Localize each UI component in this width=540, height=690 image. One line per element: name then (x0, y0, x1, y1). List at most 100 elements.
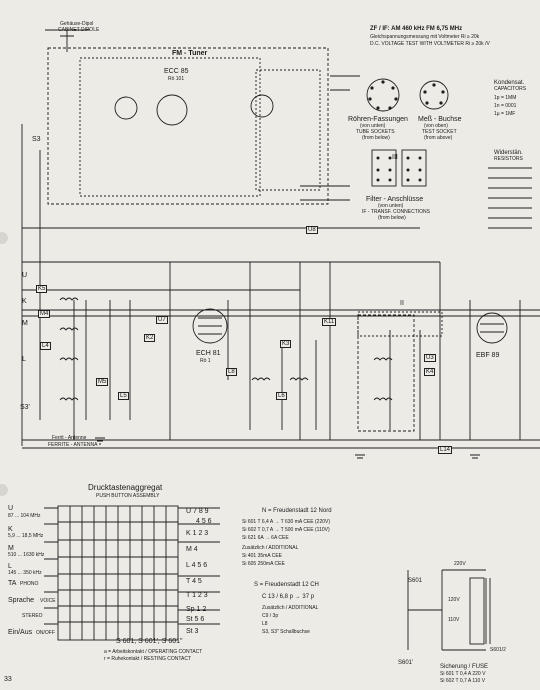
label-k11: K11 (322, 318, 337, 326)
filter-de: Filter - Anschlüsse (366, 196, 424, 203)
voltage-measure-en: D.C. VOLTAGE TEST WITH VOLTMETER Ri ≥ 20… (370, 41, 490, 47)
filter-sub-de: (von unten) (378, 203, 404, 209)
label-s3: S3 (32, 136, 41, 143)
push-button-title: Drucktastenaggregat (88, 483, 163, 492)
punch-hole (0, 232, 8, 244)
band-onoff-letter: Ein/Aus (8, 629, 33, 636)
contact-row-2: 4 5 6 (196, 518, 212, 525)
freudenstadt-ch-extra-row-1: C9 / 3p (262, 613, 279, 619)
label-m4: M4 (38, 310, 51, 318)
fm-tuner-title: FM - Tuner (172, 50, 208, 57)
band-k-range: 5,9 ... 18,5 MHz (8, 533, 44, 539)
band-m-range: 510 ... 1630 kHz (8, 552, 45, 558)
contact-row-5: L 4 5 6 (186, 562, 208, 569)
contact-row-10: St 3 (186, 628, 199, 635)
label-u: U (22, 272, 28, 279)
band-stereo-range: STEREO (22, 613, 43, 619)
switch-s601-prime: S601' (398, 660, 414, 666)
test-socket-en: TEST SOCKET (422, 129, 457, 135)
contact-row-4: M 4 (186, 546, 198, 553)
voltage-220: 220V (454, 561, 466, 567)
freudenstadt-ch-extra-row-3: S3, S3" Schallbuchse (262, 629, 310, 635)
capacitors-title: Kondensat. (494, 80, 525, 86)
label-m: M (22, 320, 28, 327)
band-u-letter: U (8, 505, 14, 512)
legend-resting-contact: r = Ruhekontakt / RESTING CONTACT (104, 656, 192, 662)
contact-row-1: U 7 8 9 (186, 508, 209, 515)
cabinet-dipole-en: CABINET DIPOLE (58, 27, 100, 33)
switch-s601: S601 (408, 578, 423, 584)
label-k5: K5 (36, 285, 48, 293)
capacitors-row-3: 1µ = 1MF (494, 111, 516, 117)
band-k-letter: K (8, 526, 13, 533)
freudenstadt-n-extra-row-1: Si 401 35mA CEE (242, 553, 283, 559)
band-u-range: 87 ... 104 MHz (8, 513, 41, 519)
label-k3: K3 (280, 340, 292, 348)
switch-s601-2: S601/2 (490, 647, 506, 653)
resistors-title: Widerstän. (494, 150, 523, 156)
freudenstadt-ch-title: S = Freudenstadt 12 CH (254, 582, 319, 588)
label-s3-prime: S3' (20, 404, 30, 411)
capacitors-row-2: 1n = 0001 (494, 103, 517, 109)
freudenstadt-ch-extra-title: Zusätzlich / ADDITIONAL (262, 605, 319, 611)
label-k4: K4 (424, 368, 436, 376)
voltage-measure-de: Gleichspannungsmessung mit Voltmeter Ri … (370, 34, 480, 40)
push-button-subtitle: PUSH BUTTON ASSEMBLY (96, 493, 160, 499)
contact-row-7: T 1 2 3 (186, 592, 208, 599)
test-socket-sub-en: (from above) (424, 135, 453, 141)
freudenstadt-ch-change: C 13 / 6,8 p → 37 p (262, 594, 315, 600)
label-l: L (22, 356, 26, 363)
legend-operating-contact: a = Arbeitskontakt / OPERATING CONTACT (104, 649, 203, 655)
ferrite-antenna-de: Ferrit - Antenne (52, 435, 87, 441)
label-u8: U8 (306, 226, 318, 234)
freudenstadt-n-title: N = Freudenstadt 12 Nord (262, 508, 332, 514)
freudenstadt-n-extra-row-2: Si 605 250mA CEE (242, 561, 285, 567)
contact-row-6: T 4 5 (186, 578, 202, 585)
label-u7: U7 (156, 316, 168, 324)
contact-row-3: K 1 2 3 (186, 530, 209, 537)
fuse-row-1: Si 601 T 0,4 A 220 V (440, 671, 486, 677)
capacitors-row-1: 1p = 1MM (494, 95, 517, 101)
freudenstadt-n-row-2: Si 602 T 0,7 A → T 500 mA CEE (110V) (242, 527, 330, 533)
band-ta-range: PHONO (20, 581, 39, 587)
label-ii: II (400, 300, 404, 307)
freudenstadt-ch-extra-row-2: L8 (262, 621, 268, 627)
label-l4: L4 (40, 342, 51, 350)
if-frequency: ZF / IF: AM 460 kHz FM 6,75 MHz (370, 26, 463, 32)
tube-sockets-sub-en: (from below) (362, 135, 390, 141)
ebf89-label: EBF 89 (476, 352, 500, 359)
switches-label: S 601, S 601', S 601" (116, 638, 183, 645)
cabinet-dipole-de: Gehäuse-Dipol (60, 21, 94, 27)
band-ta-letter: TA (8, 580, 17, 587)
label-l8: L8 (226, 368, 237, 376)
ech81-label: ECH 81 (196, 350, 221, 357)
punch-hole (0, 484, 8, 496)
band-l-range: 145 ... 350 kHz (8, 570, 42, 576)
tube-sockets-en: TUBE SOCKETS (356, 129, 395, 135)
label-m5: M5 (96, 378, 109, 386)
contact-row-9: St 5 6 (186, 616, 205, 623)
band-voice-letter: Sprache (8, 597, 35, 604)
label-k: K (22, 298, 27, 305)
label-l6: L6 (276, 392, 287, 400)
voltage-110: 110V (448, 617, 460, 623)
band-m-letter: M (8, 545, 14, 552)
filter-en: IF - TRANSF. CONNECTIONS (362, 209, 430, 215)
resistors-sub: RESISTORS (494, 156, 523, 162)
label-l5: L5 (118, 392, 129, 400)
tube-sockets-sub-de: (von unten) (360, 123, 386, 129)
fuse-title: Sicherung / FUSE (440, 664, 489, 670)
band-voice-range: VOICE (40, 598, 56, 604)
ferrite-antenna-en: FERRITE - ANTENNA (48, 442, 98, 448)
label-k2: K2 (144, 334, 156, 342)
filter-sub-en: (from below) (378, 215, 406, 221)
label-l14: L14 (438, 446, 453, 454)
fuse-row-2: Si 602 T 0,7 A 110 V (440, 678, 486, 684)
ecc85-label: ECC 85 (164, 68, 189, 75)
label-iii: III (392, 154, 398, 161)
capacitors-sub: CAPACITORS (494, 86, 527, 92)
contact-row-8: Sp 1 2 (186, 606, 207, 613)
ech81-ref: Rö 1 (200, 358, 211, 364)
page-number: 33 (4, 676, 12, 683)
